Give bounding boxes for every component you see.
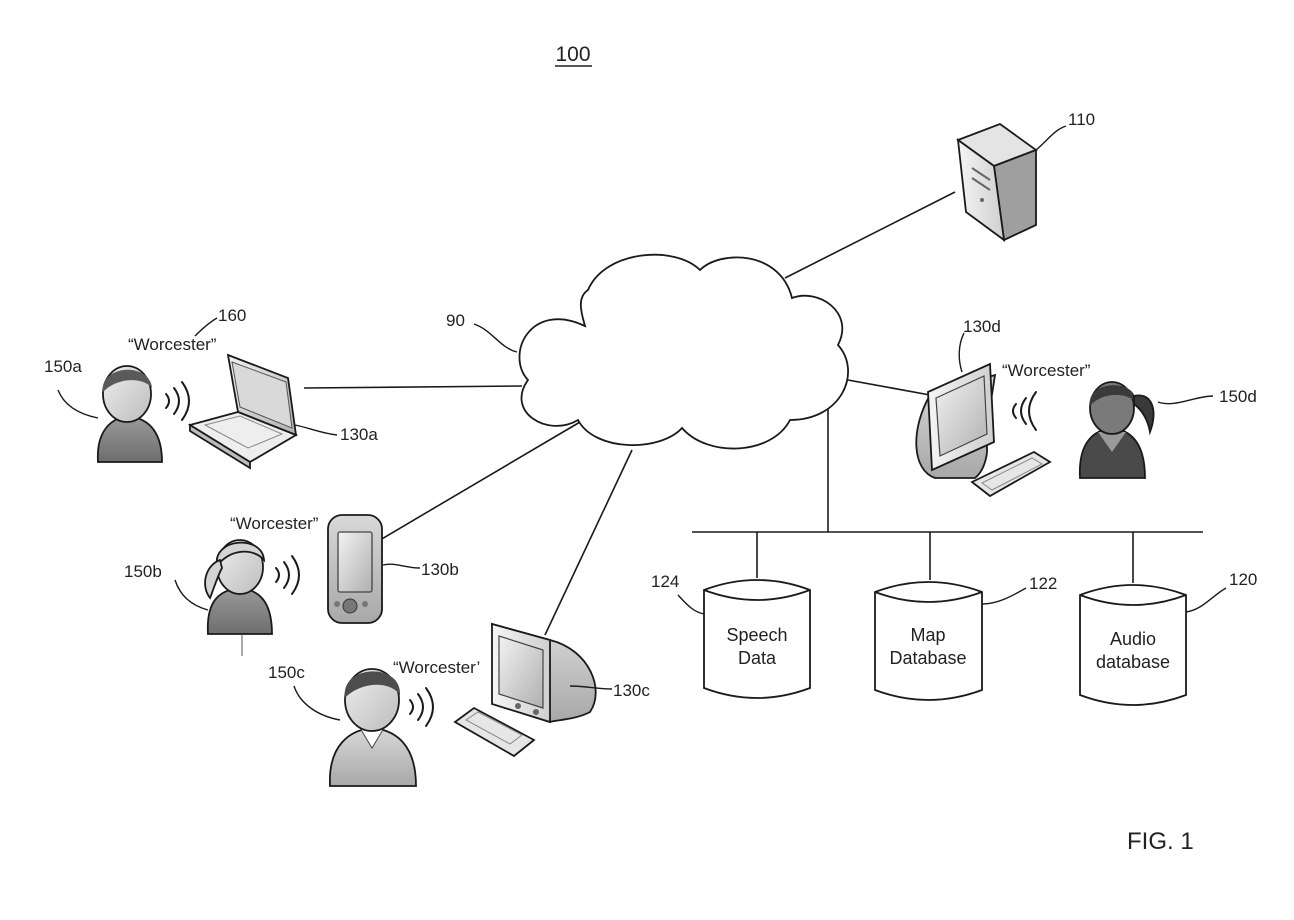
sound-waves-150d-icon bbox=[1012, 391, 1037, 431]
desktop-130c-icon bbox=[453, 622, 597, 758]
device-130b-label: 130b bbox=[421, 560, 459, 579]
sound-waves-150c-icon bbox=[409, 687, 434, 727]
user-150b-avatar bbox=[204, 539, 273, 656]
server-tower-icon bbox=[956, 122, 1038, 242]
leader-150c bbox=[293, 685, 341, 721]
leader-db-124 bbox=[677, 594, 705, 615]
utterance-ref-label: 160 bbox=[218, 306, 246, 325]
pda-130b-icon bbox=[327, 514, 383, 624]
user-150a-label: 150a bbox=[44, 357, 82, 376]
user-150b-label: 150b bbox=[124, 562, 162, 581]
link-130d bbox=[847, 379, 931, 396]
database-120-cylinder-icon bbox=[1079, 584, 1187, 706]
database-124-cylinder-icon bbox=[703, 579, 811, 699]
svg-text:100: 100 bbox=[555, 43, 590, 66]
user-150d-label: 150d bbox=[1219, 387, 1257, 406]
network-label: 90 bbox=[446, 311, 465, 330]
leader-network bbox=[473, 323, 518, 353]
device-130a-label: 130a bbox=[340, 425, 378, 444]
figure-caption: FIG. 1 bbox=[1127, 828, 1194, 855]
utterance-150c: “Worcester’ bbox=[393, 658, 480, 677]
database-120-label: 120 bbox=[1229, 570, 1257, 589]
database-122-label: 122 bbox=[1029, 574, 1057, 593]
database-120-line1: Audio bbox=[1110, 629, 1156, 649]
user-150d-avatar bbox=[1079, 381, 1155, 479]
database-122-cylinder-icon bbox=[874, 581, 983, 701]
utterance-150d: “Worcester” bbox=[1002, 361, 1091, 380]
database-120-line2: database bbox=[1096, 652, 1170, 672]
desktop-130d-icon bbox=[915, 362, 1052, 498]
sound-waves-150b-icon bbox=[275, 555, 300, 595]
server-label: 110 bbox=[1068, 110, 1095, 129]
link-130b bbox=[379, 421, 581, 541]
leader-160 bbox=[194, 317, 218, 337]
leader-150d bbox=[1157, 395, 1214, 405]
leader-130c bbox=[569, 685, 613, 690]
database-122-line1: Map bbox=[910, 625, 945, 645]
network-cloud bbox=[518, 253, 849, 450]
link-server bbox=[784, 191, 956, 279]
leader-130a bbox=[294, 424, 338, 436]
database-124-line1: Speech bbox=[726, 625, 787, 645]
user-150a-avatar bbox=[97, 365, 163, 463]
leader-150a bbox=[57, 389, 99, 419]
device-130d-label: 130d bbox=[963, 317, 1001, 336]
user-150c-label: 150c bbox=[268, 663, 305, 682]
figure-ref-number: 100 bbox=[555, 43, 592, 67]
device-130c-label: 130c bbox=[613, 681, 650, 700]
leader-130b bbox=[382, 563, 421, 569]
utterance-150b: “Worcester” bbox=[230, 514, 319, 533]
link-130c bbox=[544, 449, 633, 636]
leader-150b bbox=[174, 579, 209, 611]
leader-130d bbox=[958, 332, 965, 373]
link-130a bbox=[303, 385, 523, 389]
user-150c-avatar bbox=[329, 668, 417, 787]
database-124-label: 124 bbox=[651, 572, 679, 591]
database-124-line2: Data bbox=[738, 648, 777, 668]
database-122-line2: Database bbox=[889, 648, 966, 668]
leader-db-122 bbox=[981, 587, 1027, 605]
laptop-130a-icon bbox=[187, 353, 299, 470]
leader-server bbox=[1035, 125, 1067, 151]
sound-waves-150a-icon bbox=[165, 381, 190, 421]
utterance-150a: “Worcester” bbox=[128, 335, 217, 354]
network-links bbox=[303, 191, 1203, 636]
leader-db-120 bbox=[1185, 587, 1227, 613]
